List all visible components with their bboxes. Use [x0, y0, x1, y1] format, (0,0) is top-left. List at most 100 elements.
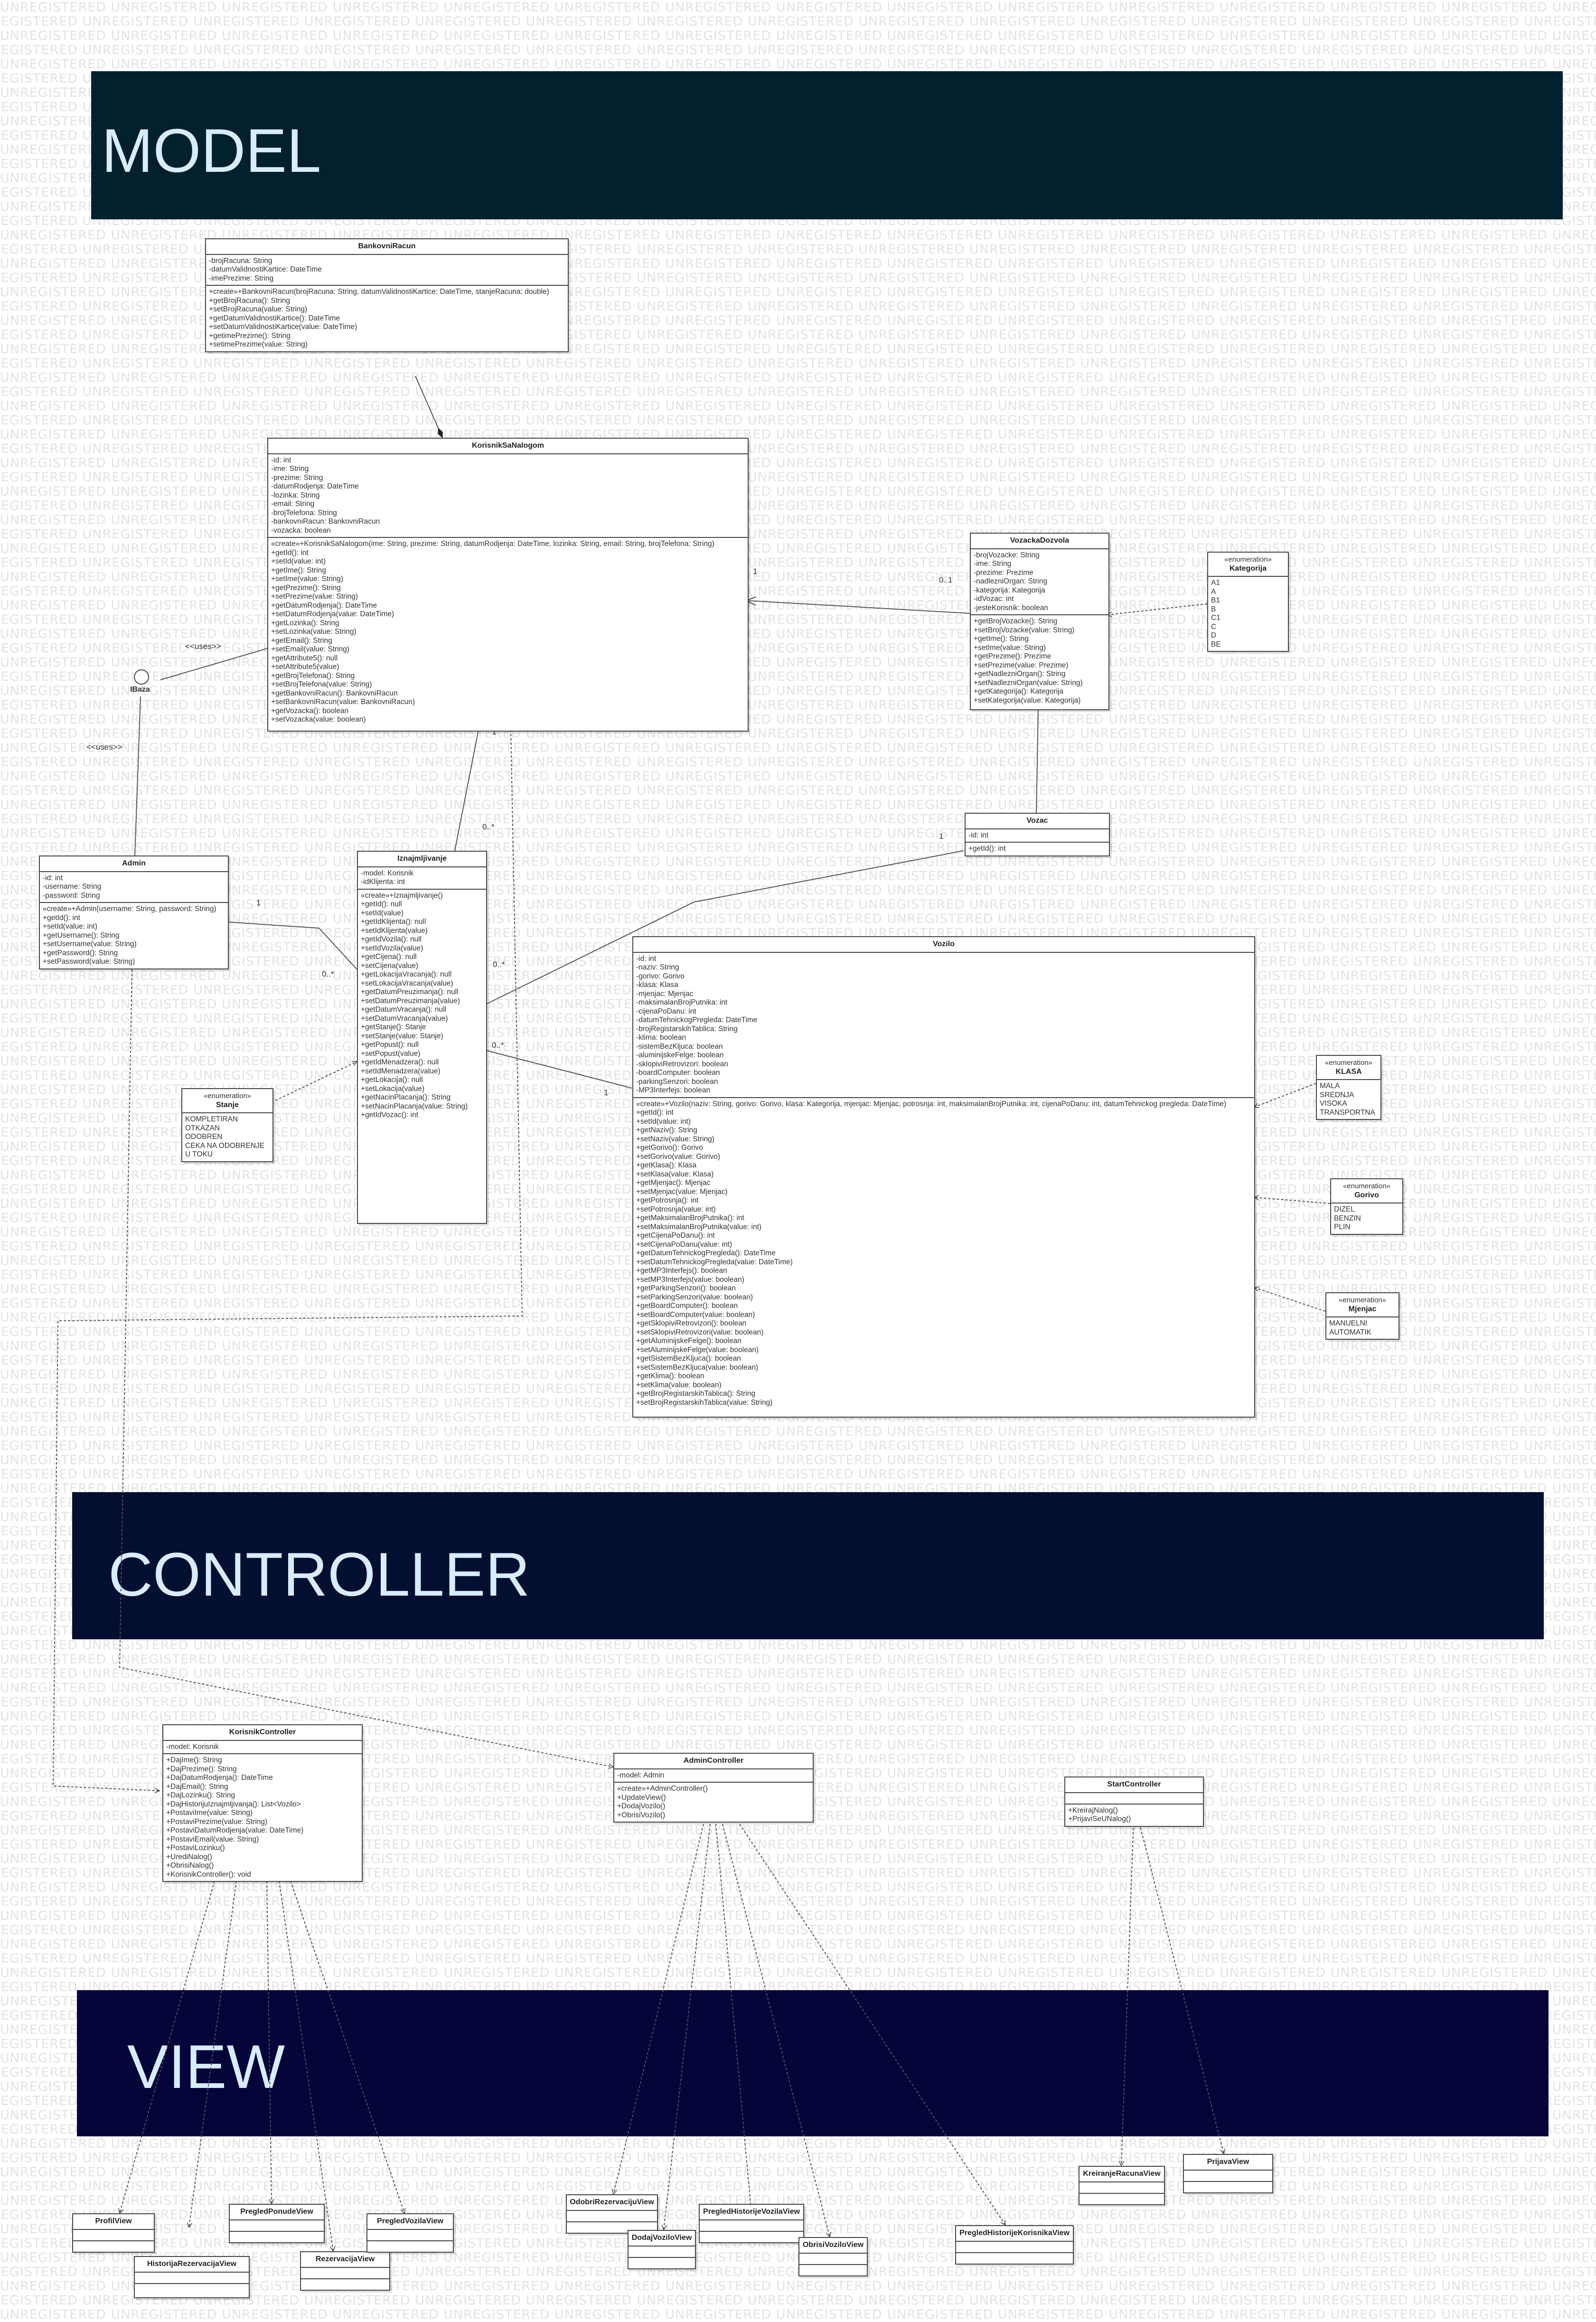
class-historija-rezervacija-view[interactable]: HistorijaRezervacijaView	[134, 2256, 250, 2298]
class-method: +getPopust(): null	[361, 1041, 419, 1049]
class-pregled-ponude-view[interactable]: PregledPonudeView	[229, 2204, 325, 2243]
class-kreiranje-racuna-view[interactable]: KreiranjeRacunaView	[1079, 2166, 1165, 2205]
class-method: «create»+AdminController()	[617, 1785, 708, 1793]
class-method: +ObrisiNalog()	[166, 1861, 214, 1870]
class-attribute: -vozacka: boolean	[271, 526, 331, 535]
class-method: +DajIme(): String	[166, 1756, 222, 1764]
class-method: +setCijena(value)	[361, 961, 419, 970]
class-admin[interactable]: Admin -id: int-username: String-password:…	[39, 855, 229, 969]
class-stereotype: «enumeration»	[1324, 1059, 1373, 1067]
class-korisnik-sa-nalogom[interactable]: KorisnikSaNalogom-id: int-ime: String-pr…	[267, 438, 749, 732]
class-iznajmljivanje[interactable]: Iznajmljivanje-model: Korisnik-idKlijent…	[357, 851, 487, 1224]
class-korisnik-controller[interactable]: KorisnikController-model: Korisnik+DajIm…	[162, 1724, 363, 1882]
class-method: +getCijenaPoDanu(): int	[636, 1232, 715, 1240]
class-method: +setBoardComputer(value: boolean)	[636, 1310, 755, 1319]
class-method: +getPotrosnja(): int	[636, 1196, 699, 1204]
class-methods-section: «create»+Admin(username: String, passwor…	[40, 903, 228, 968]
class-attribute: -cijenaPoDanu: int	[636, 1007, 696, 1015]
class-name: KorisnikController	[229, 1728, 296, 1736]
class-method: +DajHistorijuIznajmljivanja(): List<Vozi…	[166, 1800, 301, 1808]
class-method: +getimePrezime(): String	[209, 331, 291, 340]
association-vozacka-vozac	[1036, 708, 1039, 813]
class-method: +setUsername(value: String)	[43, 940, 137, 948]
ibaza-interface-icon[interactable]	[134, 669, 149, 685]
enum-literal: SREDNJA	[1320, 1090, 1354, 1099]
class-dodaj-vozilo-view[interactable]: DodajVoziloView	[628, 2230, 696, 2269]
class-name: ProfilView	[95, 2217, 132, 2225]
class-admin-controller[interactable]: AdminController-model: Admin«create»+Adm…	[613, 1753, 814, 1823]
class-header: RezervacijaView	[301, 2252, 389, 2268]
class-method: +getAttribute5(): null	[271, 654, 338, 662]
class-methods-section	[135, 2284, 249, 2294]
class-profil-view[interactable]: ProfilView	[72, 2213, 155, 2253]
class-name: Admin	[122, 859, 146, 867]
class-header: «enumeration»Mjenjac	[1326, 1293, 1399, 1317]
class-methods-section	[301, 2279, 389, 2290]
class-stereotype: «enumeration»	[1343, 1182, 1391, 1190]
class-attribute: -prezime: String	[271, 473, 323, 482]
class-attribute: -username: String	[43, 883, 102, 891]
class-method: +PostaviLozinku()	[166, 1844, 225, 1852]
class-method: +setKlasa(value: Klasa)	[636, 1170, 714, 1178]
class-vozacka-dozvola[interactable]: VozackaDozvola -brojVozacke: String-ime: …	[970, 533, 1109, 710]
class-start-controller[interactable]: StartController+KreirajNalog()+PrijaviSe…	[1064, 1777, 1204, 1827]
class-vozilo[interactable]: Vozilo-id: int-naziv: String-gorivo: Gor…	[632, 936, 1255, 1418]
class-method: +setBrojVozacke(value: String)	[974, 626, 1075, 634]
class-pregled-vozila-view[interactable]: PregledVozilaView	[366, 2213, 454, 2253]
class-header: KorisnikController	[163, 1725, 362, 1741]
enum-literal: OTKAZAN	[185, 1124, 220, 1132]
class-name: Gorivo	[1354, 1191, 1379, 1199]
class-method: +setMP3Interfejs(value: boolean)	[636, 1275, 744, 1284]
multiplicity-label: 0..*	[492, 1041, 504, 1050]
uses-link-ibaza-admin	[134, 696, 141, 856]
class-method: +setVozacka(value: boolean)	[271, 715, 366, 724]
class-attribute: -aluminijskeFelge: boolean	[636, 1051, 724, 1059]
class-attribute: -brojTelefona: String	[271, 508, 337, 517]
class-methods-section: «create»+KorisnikSaNalogom(ime: String, …	[268, 538, 748, 726]
class-pregled-historije-vozila-view[interactable]: PregledHistorijeVozilaView	[699, 2204, 804, 2243]
class-rezervacija-view[interactable]: RezervacijaView	[300, 2251, 390, 2291]
class-attribute: -klima: boolean	[636, 1034, 686, 1042]
class-attribute: -jesteKorisnik: boolean	[974, 603, 1048, 612]
class-prijava-view[interactable]: PrijavaView	[1183, 2154, 1273, 2193]
class-bankovni-racun[interactable]: BankovniRacun-brojRacuna: String-datumVa…	[205, 238, 569, 352]
class-methods-section: «create»+Iznajmljivanje()+getId(): null+…	[358, 890, 486, 1122]
class-obrisi-vozilo-view[interactable]: ObrisiVoziloView	[798, 2237, 868, 2276]
multiplicity-label: 0..*	[322, 969, 334, 978]
class-method: +getBankovniRacun(): BankovniRacun	[271, 689, 398, 697]
class-method: +getStanje(): Stanje	[361, 1023, 426, 1031]
class-attribute: -id: int	[43, 874, 63, 882]
class-method: +getNaziv(): String	[636, 1126, 697, 1134]
class-attribute: -naziv: String	[636, 963, 679, 971]
class-method: +getLozinka(): String	[271, 619, 339, 627]
class-odobri-rezervaciju-view[interactable]: OdobriRezervacijuView	[566, 2194, 658, 2234]
enum-literal: MANUELNI	[1329, 1319, 1368, 1327]
class-pregled-historije-korisnika-view[interactable]: PregledHistorijeKorisnikaView	[955, 2225, 1074, 2265]
class-name: AdminController	[683, 1757, 744, 1765]
class-name: KorisnikSaNalogom	[471, 442, 545, 450]
class-attribute: -password: String	[43, 891, 100, 900]
class-method: +setId(value: int)	[271, 557, 326, 565]
class-name: VozackaDozvola	[1010, 536, 1070, 545]
class-method: +setEmail(value: String)	[271, 645, 349, 653]
class-name: PregledHistorijeVozilaView	[703, 2208, 800, 2216]
class-method: +setPopust(value)	[361, 1049, 421, 1058]
enum-literal: B	[1211, 605, 1216, 613]
class-attributes-section: -brojVozacke: String-ime: String-prezime…	[971, 549, 1108, 615]
class-header: KorisnikSaNalogom	[268, 439, 748, 454]
multiplicity-label: 1	[256, 898, 261, 907]
class-method: +getId(): int	[968, 845, 1006, 853]
enum-literal: VISOKA	[1320, 1100, 1347, 1108]
association-korisnik-iznajmljivanje	[454, 729, 479, 851]
class-vozac[interactable]: Vozac-id: int+getId(): int	[965, 813, 1110, 856]
dep-ac-obrisi	[722, 1824, 830, 2237]
class-method: +setPrezime(value: Prezime)	[974, 661, 1069, 669]
class-stereotype: «enumeration»	[1338, 1296, 1387, 1304]
